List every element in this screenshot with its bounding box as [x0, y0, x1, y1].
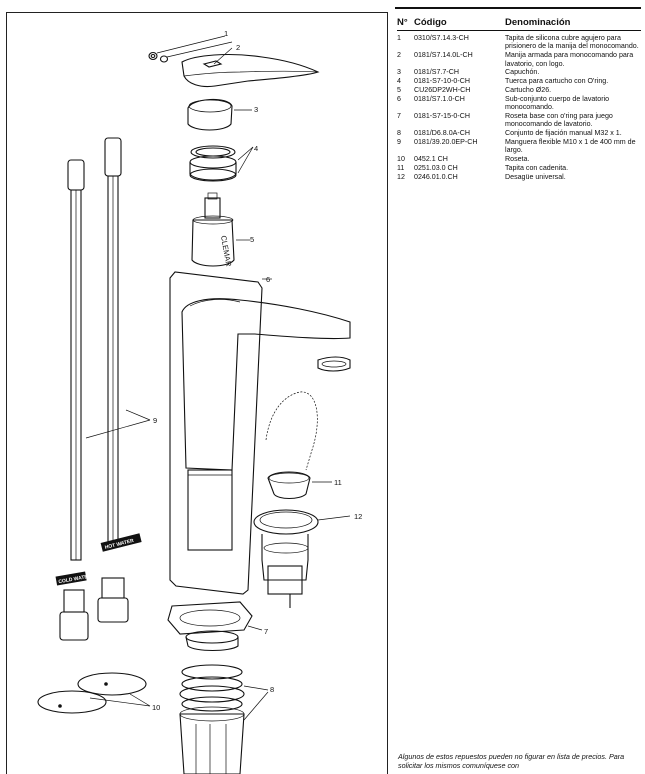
header-rule	[397, 30, 641, 31]
part-6-faucet-body	[169, 271, 351, 595]
part-2-lever-handle	[181, 47, 320, 88]
part-3-cap	[187, 98, 252, 131]
callout-4: 4	[254, 144, 258, 153]
callout-8: 8	[270, 685, 274, 694]
part-10-rosettes	[37, 672, 151, 714]
part-11-plug-with-chain	[265, 391, 332, 500]
callout-3: 3	[254, 105, 258, 114]
part-7-base-rosette	[167, 601, 263, 652]
callout-2: 2	[236, 43, 240, 52]
callout-9: 9	[153, 416, 157, 425]
callout-numbers: 1 2 3 4 5 6 7 8 9 10 11 12	[152, 29, 362, 712]
footnote: Algunos de estos repuestos pueden no fig…	[398, 752, 625, 770]
callout-6: 6	[266, 275, 270, 284]
part-5-cartridge: CLEMAR	[191, 192, 250, 268]
exploded-diagram-panel	[6, 12, 388, 774]
part-1-silicone-caps	[148, 35, 233, 63]
callout-11: 11	[334, 478, 342, 487]
part-12-universal-drain	[253, 509, 351, 608]
part-9-flexible-hoses: COLD WATER HOT WATER	[55, 137, 151, 641]
table-top-rule	[395, 7, 641, 9]
header-name: Denominación	[505, 17, 571, 28]
part-8-fixing-set	[179, 664, 269, 774]
svg-text:COLD WATER: COLD WATER	[58, 573, 92, 585]
callout-5: 5	[250, 235, 254, 244]
svg-text:CLEMAR: CLEMAR	[219, 235, 233, 268]
header-code: Código	[414, 17, 447, 28]
callout-1: 1	[224, 29, 228, 38]
callout-12: 12	[354, 512, 362, 521]
header-number: N°	[397, 17, 408, 28]
callout-7: 7	[264, 627, 268, 636]
callout-10: 10	[152, 703, 160, 712]
table-header: N° Código Denominación	[397, 14, 641, 28]
part-4-cartridge-nut	[189, 145, 254, 182]
